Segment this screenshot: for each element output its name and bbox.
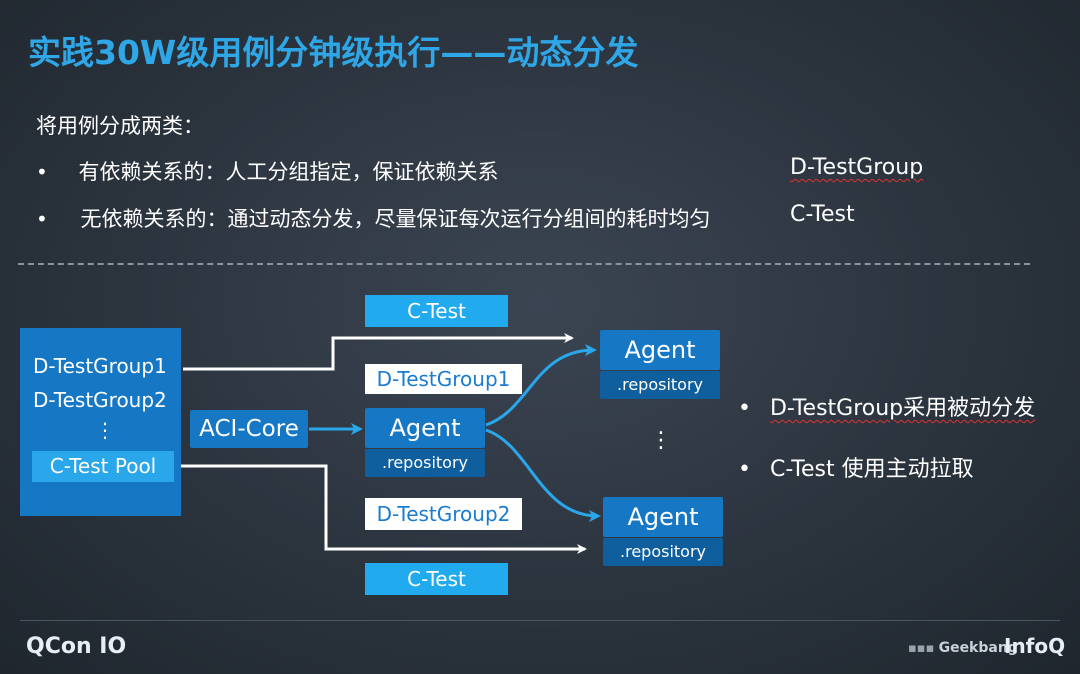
tag-d-testgroup: D-TestGroup <box>790 155 924 180</box>
c-test-pool: C-Test Pool <box>32 451 174 482</box>
note-text: D-TestGroup采用被动分发 <box>769 396 1036 421</box>
label-d-testgroup1: D-TestGroup1 <box>365 364 522 394</box>
line-dgroup1-to-agent <box>183 333 574 371</box>
agent-center-repository: .repository <box>365 449 485 477</box>
curve-agent-to-top <box>485 344 597 427</box>
agent-bottom-repository: .repository <box>603 538 723 566</box>
agent-center: Agent <box>365 408 485 448</box>
aci-core-box: ACI-Core <box>190 410 308 448</box>
bullet-text: 有依赖关系的：人工分组指定，保证依赖关系 <box>78 160 499 184</box>
bullet-dependent: • 有依赖关系的：人工分组指定，保证依赖关系 <box>36 156 498 186</box>
tag-c-test: C-Test <box>790 202 855 227</box>
note-dot: • <box>738 457 751 482</box>
source-item-dgroup2: D-TestGroup2 <box>33 388 167 412</box>
agent-top: Agent <box>600 330 720 370</box>
source-item-dgroup1: D-TestGroup1 <box>33 354 167 378</box>
agent-bottom: Agent <box>603 497 723 537</box>
note-passive-dispatch: • D-TestGroup采用被动分发 <box>738 390 1035 422</box>
curve-agent-to-bottom <box>485 428 601 522</box>
dashed-divider <box>18 263 1030 265</box>
intro-text: 将用例分成两类： <box>36 114 204 138</box>
bullet-dot: • <box>36 207 48 231</box>
geekbang-logo: ▪▪▪ Geekbang <box>908 640 1018 656</box>
footer-divider <box>20 620 1060 621</box>
geekbang-logo-text: Geekbang <box>938 640 1018 656</box>
qcon-logo: QCon IO <box>26 634 127 659</box>
page-title: 实践30W级用例分钟级执行——动态分发 <box>28 33 639 72</box>
note-active-pull: • C-Test 使用主动拉取 <box>738 451 974 483</box>
note-text: C-Test 使用主动拉取 <box>769 457 974 482</box>
label-d-testgroup2: D-TestGroup2 <box>365 498 522 530</box>
line-pool-to-agent <box>175 464 587 554</box>
bullet-dot: • <box>36 160 48 184</box>
infoq-logo: InfoQ <box>1004 634 1066 658</box>
label-c-test-top: C-Test <box>365 295 508 327</box>
bullet-independent: • 无依赖关系的：通过动态分发，尽量保证每次运行分组间的耗时均匀 <box>36 203 710 233</box>
label-c-test-bottom: C-Test <box>365 563 508 595</box>
agent-top-repository: .repository <box>600 371 720 399</box>
note-dot: • <box>738 396 751 421</box>
agents-ellipsis: ⋮ <box>650 428 672 453</box>
source-panel <box>20 328 181 516</box>
bullet-text: 无依赖关系的：通过动态分发，尽量保证每次运行分组间的耗时均匀 <box>80 207 711 231</box>
source-ellipsis: ⋮ <box>95 418 115 442</box>
